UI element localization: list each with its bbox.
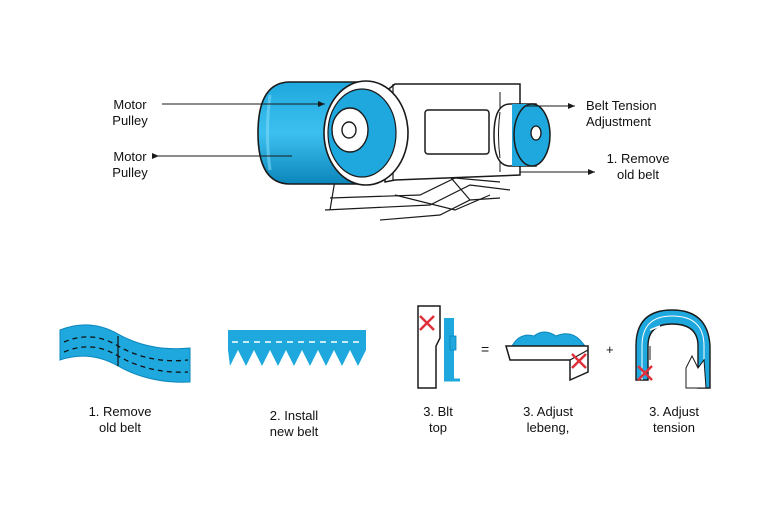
label-belt-tension-adjustment: Belt Tension Adjustment — [586, 98, 657, 129]
step-label-2: 2. Install new belt — [269, 408, 319, 439]
bracket-cross-icon — [417, 305, 460, 389]
plus-operator: + — [606, 342, 614, 357]
motor-pulley-cylinder — [257, 80, 409, 186]
tension-roller-cylinder — [493, 103, 551, 167]
tray-cross-icon — [505, 331, 589, 382]
label-motor-pulley-upper: Motor Pulley — [112, 97, 148, 128]
step-label-1: 1. Remove old belt — [88, 404, 152, 435]
step-label-5: 3. Adjust tension — [649, 404, 699, 435]
leader-lines — [152, 101, 595, 175]
toothed-belt-icon — [228, 330, 366, 366]
base-frame-lines — [324, 164, 511, 221]
step-label-4: 3. Adjust lebeng, — [523, 404, 573, 435]
equals-operator: = — [481, 341, 489, 357]
label-motor-pulley-lower: Motor Pulley — [112, 149, 148, 180]
step-label-3: 3. Blt top — [423, 404, 453, 435]
label-remove-old-belt-top: 1. Remove old belt — [606, 151, 670, 182]
wavy-belt-icon — [59, 324, 191, 383]
arch-belt-icon — [635, 309, 711, 389]
